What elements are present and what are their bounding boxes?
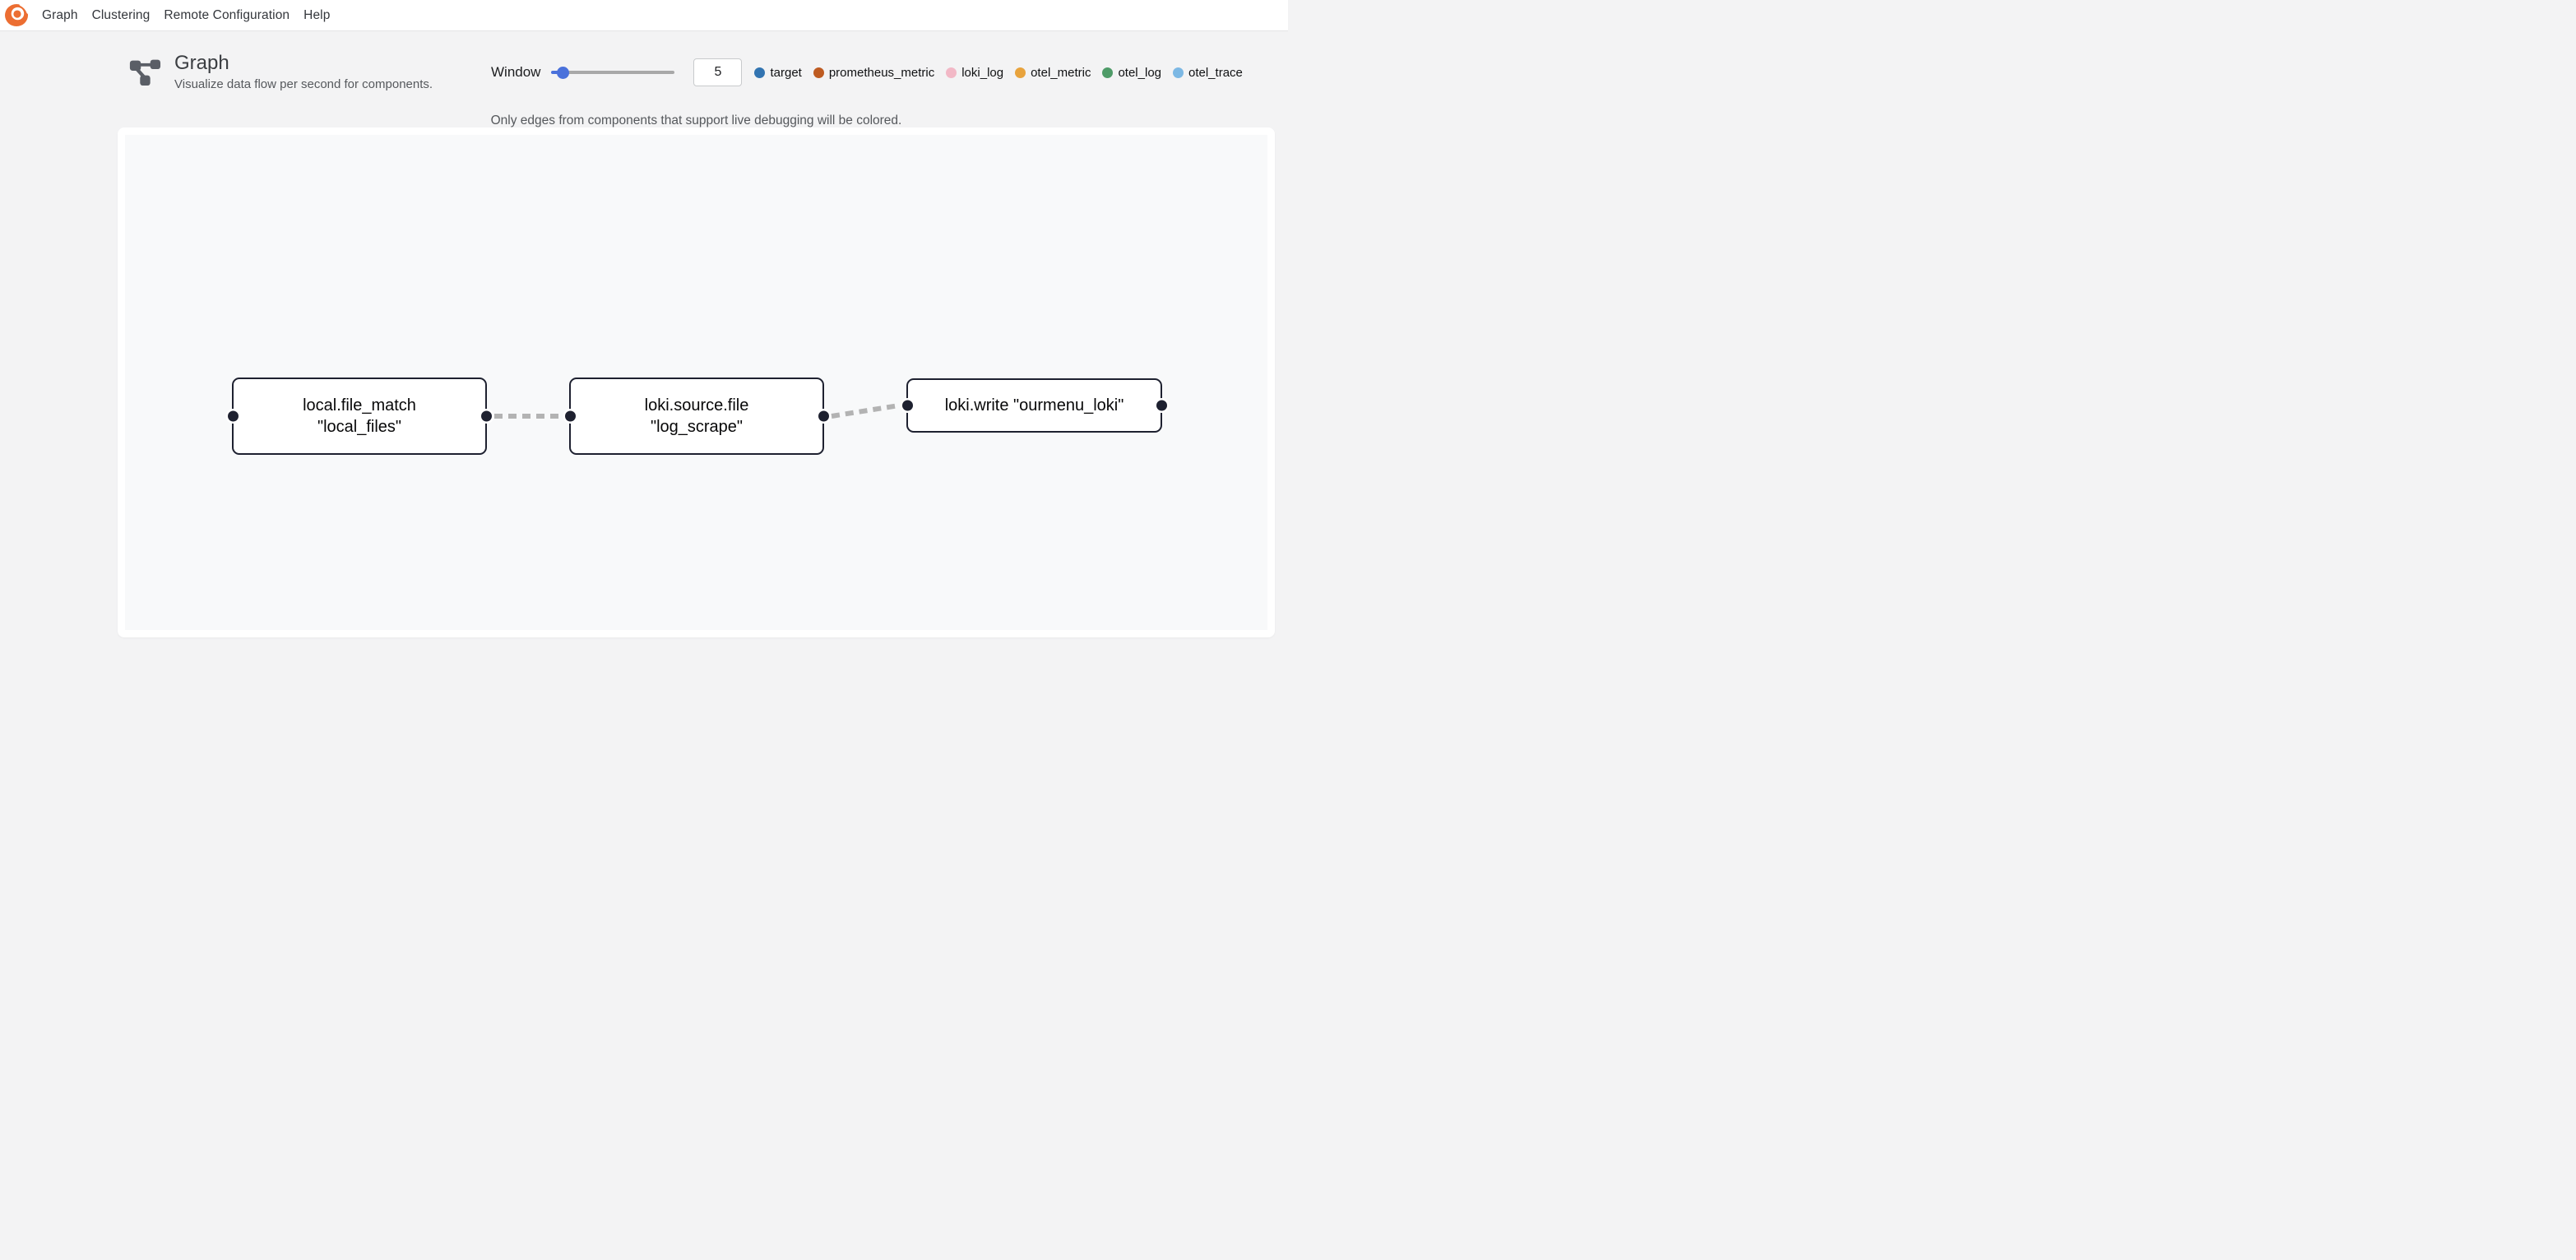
graph-node-n3[interactable]: loki.write "ourmenu_loki" <box>901 378 1167 433</box>
legend-dot-otel_metric <box>1015 67 1026 78</box>
nav-item-clustering[interactable]: Clustering <box>91 7 151 22</box>
graph-icon <box>129 59 161 86</box>
right-port <box>1156 400 1167 411</box>
legend-item-otel_log: otel_log <box>1102 66 1161 80</box>
legend-label: otel_metric <box>1031 65 1091 80</box>
graph-node-n1[interactable]: local.file_match "local_files" <box>227 378 492 455</box>
legend-label: loki_log <box>961 65 1004 80</box>
page-subtitle: Visualize data flow per second for compo… <box>174 77 433 91</box>
legend: target prometheus_metric loki_log otel_metr… <box>754 65 1243 80</box>
legend-dot-loki_log <box>946 67 957 78</box>
nav-item-graph[interactable]: Graph <box>42 7 78 22</box>
graph-header: Graph Visualize data flow per second for… <box>0 31 1288 127</box>
legend-item-target: target <box>754 65 802 80</box>
page-title: Graph <box>174 52 229 74</box>
title-block: Graph Visualize data flow per second for… <box>127 52 433 91</box>
legend-dot-otel_log <box>1102 67 1114 78</box>
legend-label: otel_trace <box>1188 65 1243 80</box>
nav-menu: Graph Clustering Remote Configuration Help <box>42 8 330 23</box>
legend-dot-prometheus_metric <box>813 67 824 78</box>
legend-item-otel_metric: otel_metric <box>1015 66 1091 80</box>
window-value-input[interactable] <box>693 58 743 86</box>
left-port <box>227 410 239 422</box>
node-label-line: "local_files" <box>317 418 402 436</box>
live-debug-note: Only edges from components that support … <box>490 113 902 127</box>
left-port <box>564 410 576 422</box>
top-nav: Graph Clustering Remote Configuration Help <box>0 0 1288 31</box>
node-label-line: "log_scrape" <box>650 418 744 436</box>
legend-dot-target <box>754 67 766 78</box>
node-label-line: loki.source.file <box>644 396 749 415</box>
legend-label: otel_log <box>1118 65 1161 80</box>
legend-label: target <box>770 65 802 80</box>
window-controls: Window target prometheus_metric loki_log ot… <box>491 54 1243 90</box>
left-port <box>901 400 913 411</box>
node-label-line: loki.write "ourmenu_loki" <box>944 396 1124 415</box>
graph-canvas[interactable]: local.file_match "local_files" loki.source… <box>125 135 1267 630</box>
legend-item-loki_log: loki_log <box>946 66 1003 80</box>
window-label: Window <box>491 64 541 80</box>
edges-layer <box>494 403 900 419</box>
graph-card: local.file_match "local_files" loki.source… <box>118 127 1275 637</box>
right-port <box>480 410 492 422</box>
graph-edge-n2-n3 <box>831 403 900 419</box>
nav-item-remote-configuration[interactable]: Remote Configuration <box>164 7 290 22</box>
graph-node-n2[interactable]: loki.source.file "log_scrape" <box>564 378 829 455</box>
nav-item-help[interactable]: Help <box>303 7 331 22</box>
node-label-line: local.file_match <box>303 396 416 415</box>
window-slider[interactable] <box>551 71 675 74</box>
legend-dot-otel_trace <box>1173 67 1184 78</box>
legend-item-otel_trace: otel_trace <box>1173 66 1243 80</box>
legend-item-prometheus_metric: prometheus_metric <box>813 66 934 80</box>
right-port <box>818 410 829 422</box>
alloy-logo[interactable] <box>4 3 30 27</box>
legend-label: prometheus_metric <box>828 65 935 80</box>
